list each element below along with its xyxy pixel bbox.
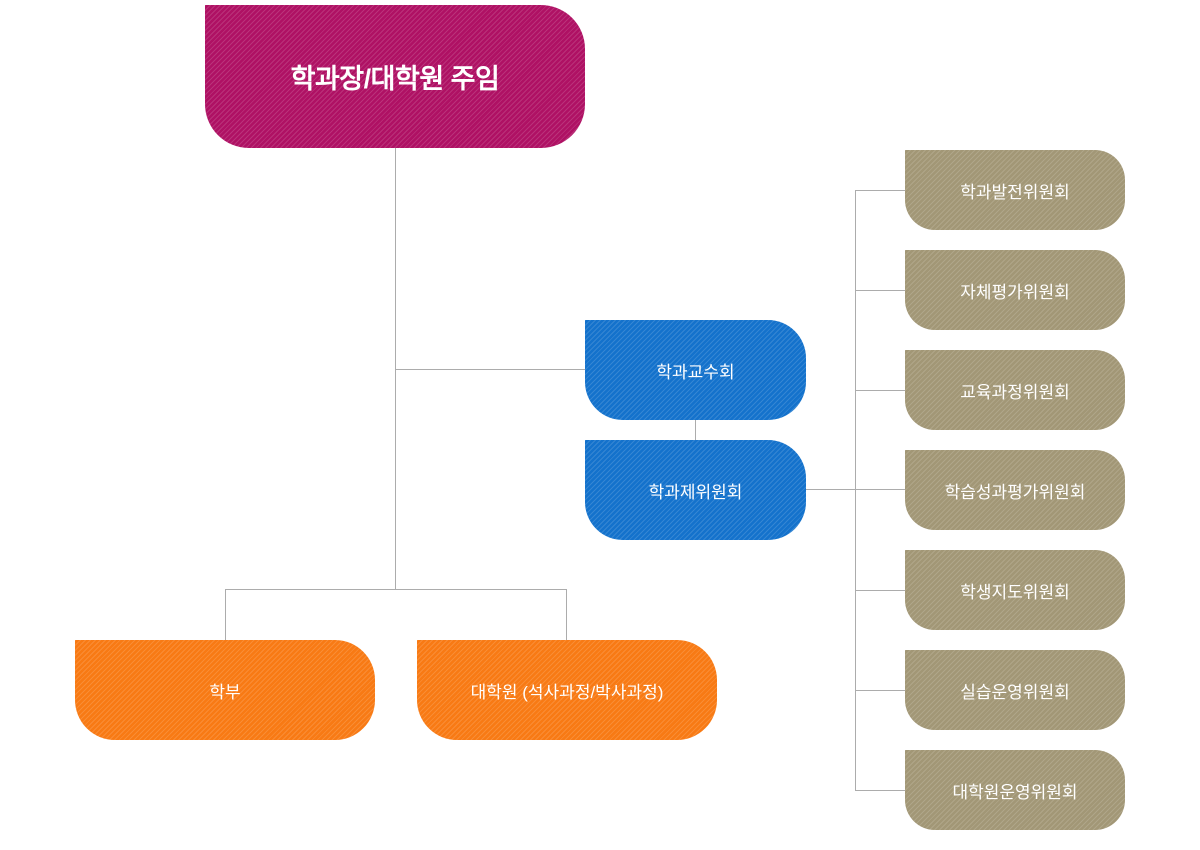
node-committee: 대학원운영위원회 <box>905 750 1125 830</box>
node-graduate-school: 대학원 (석사과정/박사과정) <box>417 640 717 740</box>
node-label: 학과제위원회 <box>648 482 743 502</box>
node-label: 학과장/대학원 주임 <box>290 64 500 94</box>
connector-programs-fork <box>225 589 566 590</box>
node-committee: 교육과정위원회 <box>905 350 1125 430</box>
node-label: 학습성과평가위원회 <box>944 482 1086 502</box>
node-label: 학과발전위원회 <box>960 182 1070 202</box>
connector-committee-stub <box>855 190 905 191</box>
node-committee: 학과발전위원회 <box>905 150 1125 230</box>
node-label: 자체평가위원회 <box>960 282 1070 302</box>
connector-committee-stub <box>855 290 905 291</box>
node-committee: 실습운영위원회 <box>905 650 1125 730</box>
node-label: 학생지도위원회 <box>960 582 1070 602</box>
node-label: 대학원운영위원회 <box>952 782 1078 802</box>
connector-undergrad-drop <box>225 589 226 640</box>
node-faculty-council: 학과교수회 <box>585 320 806 420</box>
connector-committee-stub <box>855 390 905 391</box>
node-label: 교육과정위원회 <box>960 382 1070 402</box>
connector-committee-spine <box>855 190 856 790</box>
node-department-committees: 학과제위원회 <box>585 440 806 540</box>
connector-grad-drop <box>566 589 567 640</box>
node-undergraduate: 학부 <box>75 640 375 740</box>
connector-faculty-branch <box>395 369 585 370</box>
connector-committee-stub <box>855 690 905 691</box>
node-committee: 자체평가위원회 <box>905 250 1125 330</box>
node-committee: 학습성과평가위원회 <box>905 450 1125 530</box>
node-label: 학과교수회 <box>656 362 735 382</box>
connector-committee-stub <box>855 590 905 591</box>
node-label: 실습운영위원회 <box>960 682 1070 702</box>
connector-council-link <box>695 420 696 440</box>
node-label: 학부 <box>209 682 241 702</box>
connector-committee-stub <box>855 790 905 791</box>
node-label: 대학원 (석사과정/박사과정) <box>470 682 664 702</box>
node-committee: 학생지도위원회 <box>905 550 1125 630</box>
node-department-head: 학과장/대학원 주임 <box>205 5 585 148</box>
